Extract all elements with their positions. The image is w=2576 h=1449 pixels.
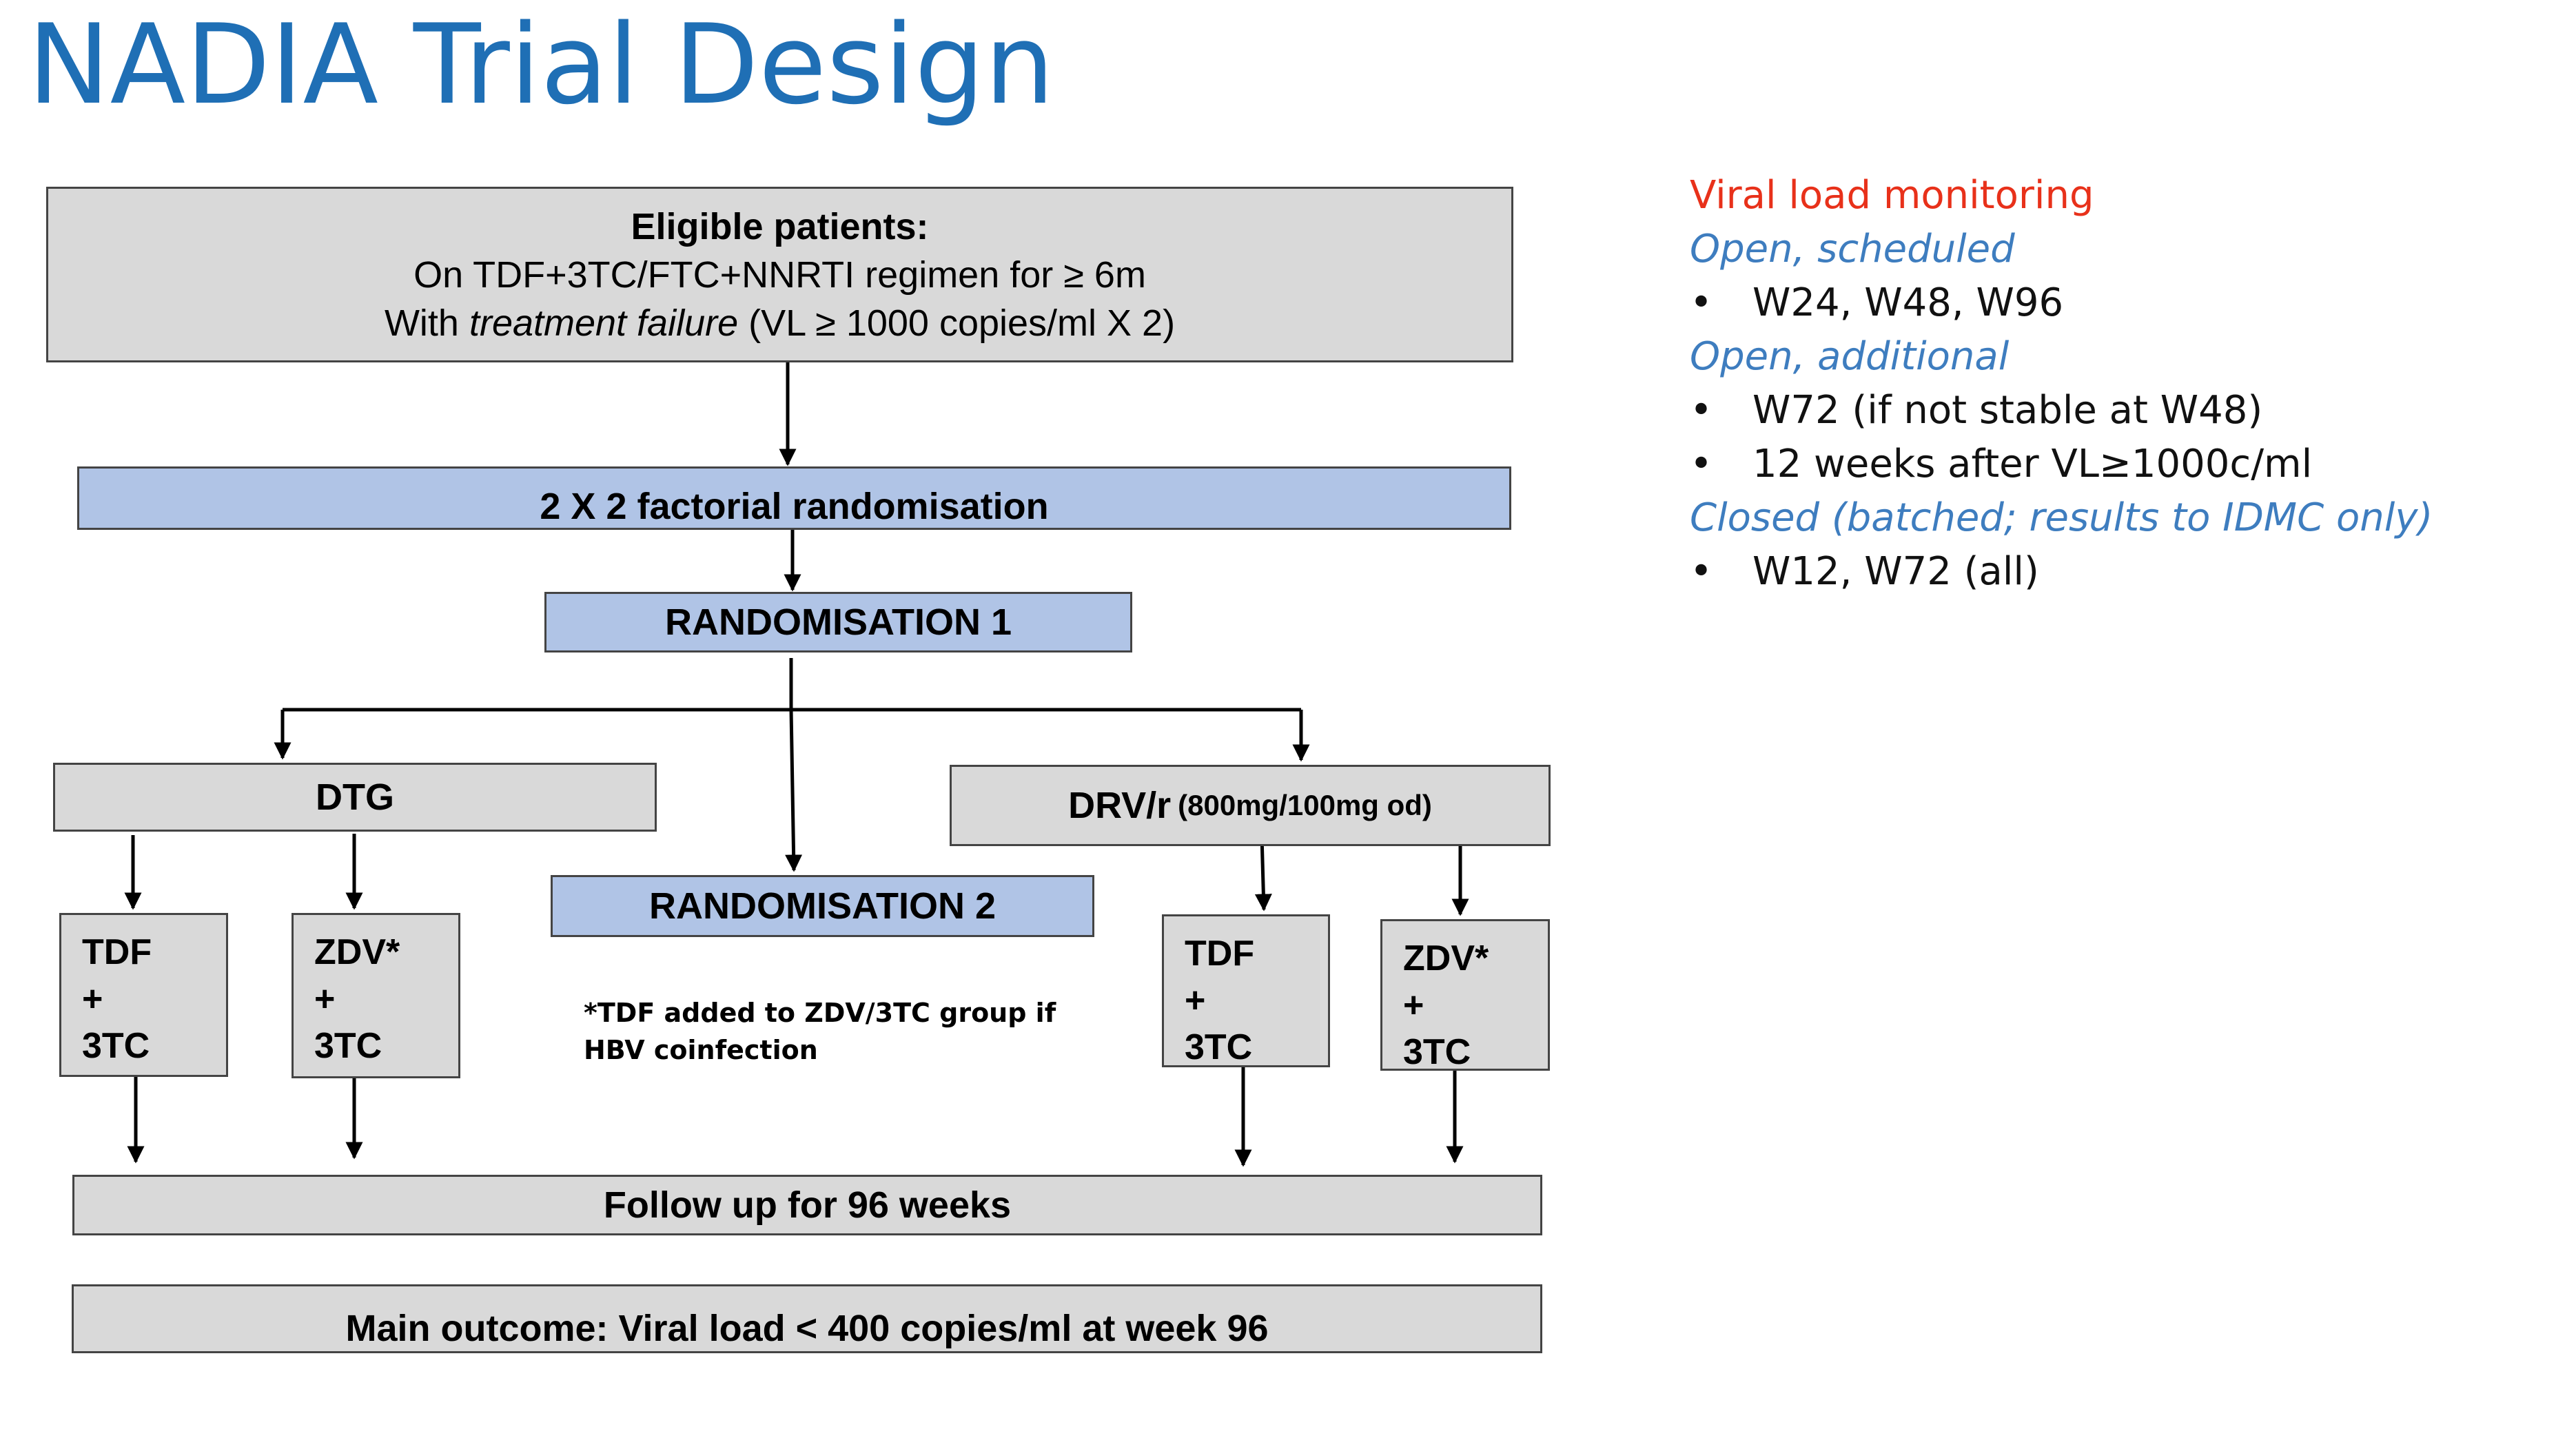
arm-plus: + [1185,980,1206,1020]
bullet-icon: • [1690,388,1713,433]
monitoring-group-label: Closed (batched; results to IDMC only) [1690,495,2433,540]
drv-label: DRV/r [1068,785,1172,826]
arm-dtg-tdf: TDF + 3TC [59,913,228,1077]
monitoring-item-text: W24, W48, W96 [1752,280,2064,325]
viral-load-monitoring-panel: Viral load monitoring Open, scheduled • W… [1690,169,2433,599]
arm-dtg-zdv: ZDV* + 3TC [292,913,460,1078]
main-outcome-box: Main outcome: Viral load < 400 copies/ml… [72,1284,1542,1353]
monitoring-item-text: 12 weeks after VL≥1000c/ml [1752,442,2313,486]
hbv-footnote: *TDF added to ZDV/3TC group if HBV coinf… [584,994,1066,1069]
bullet-icon: • [1690,549,1713,594]
arm-drug: ZDV* [314,932,400,972]
arm-plus: + [82,979,103,1019]
drv-box: DRV/r(800mg/100mg od) [950,765,1551,846]
arm-drv-tdf: TDF + 3TC [1162,914,1330,1067]
arm-base: 3TC [314,1026,382,1066]
eligible-line-1: On TDF+3TC/FTC+NNRTI regimen for ≥ 6m [413,254,1146,296]
randomisation-1-box: RANDOMISATION 1 [544,592,1132,652]
monitoring-item: • W12, W72 (all) [1690,545,2433,599]
eligible-line-2-prefix: With [384,302,469,344]
arm-drug: TDF [82,932,152,972]
eligible-patients-box: Eligible patients: On TDF+3TC/FTC+NNRTI … [46,187,1513,362]
monitoring-item: • W24, W48, W96 [1690,276,2433,330]
dtg-box: DTG [53,763,657,832]
arm-base: 3TC [1185,1027,1253,1067]
bullet-icon: • [1690,280,1713,325]
footnote-line-1: *TDF added to ZDV/3TC group if [584,998,1056,1028]
bullet-icon: • [1690,442,1713,486]
arrow-to-rand2 [785,709,803,872]
arm-plus: + [1403,985,1424,1025]
randomisation-2-box: RANDOMISATION 2 [551,875,1094,937]
follow-up-box: Follow up for 96 weeks [72,1175,1542,1235]
treatment-failure-text: treatment failure [469,302,739,344]
arm-base: 3TC [82,1026,150,1066]
monitoring-heading: Viral load monitoring [1690,173,2094,218]
monitoring-group-label: Open, scheduled [1690,227,2015,271]
factorial-randomisation-box: 2 X 2 factorial randomisation [77,466,1511,530]
eligible-line-2-suffix: (VL ≥ 1000 copies/ml X 2) [738,302,1176,344]
arm-drv-zdv: ZDV* + 3TC [1380,919,1550,1072]
monitoring-item-text: W72 (if not stable at W48) [1752,388,2263,433]
arm-drug: TDF [1185,934,1255,974]
arm-plus: + [314,979,336,1019]
trial-flow-diagram: Eligible patients: On TDF+3TC/FTC+NNRTI … [46,187,1551,1353]
page-title: NADIA Trial Design [28,0,1055,129]
monitoring-group-label: Open, additional [1690,334,2010,379]
eligible-line-2: With treatment failure (VL ≥ 1000 copies… [385,299,1175,347]
monitoring-item: • 12 weeks after VL≥1000c/ml [1690,438,2433,491]
drv-dose: (800mg/100mg od) [1178,789,1432,821]
monitoring-item: • W72 (if not stable at W48) [1690,384,2433,438]
arrow-drv-to-arm3 [1254,835,1272,912]
monitoring-item-text: W12, W72 (all) [1752,549,2039,594]
footnote-line-2: HBV coinfection [584,1035,818,1065]
eligible-heading: Eligible patients: [631,205,929,247]
arm-drug: ZDV* [1403,938,1489,978]
arm-base: 3TC [1403,1032,1471,1072]
flow-arrows [124,362,1469,1167]
